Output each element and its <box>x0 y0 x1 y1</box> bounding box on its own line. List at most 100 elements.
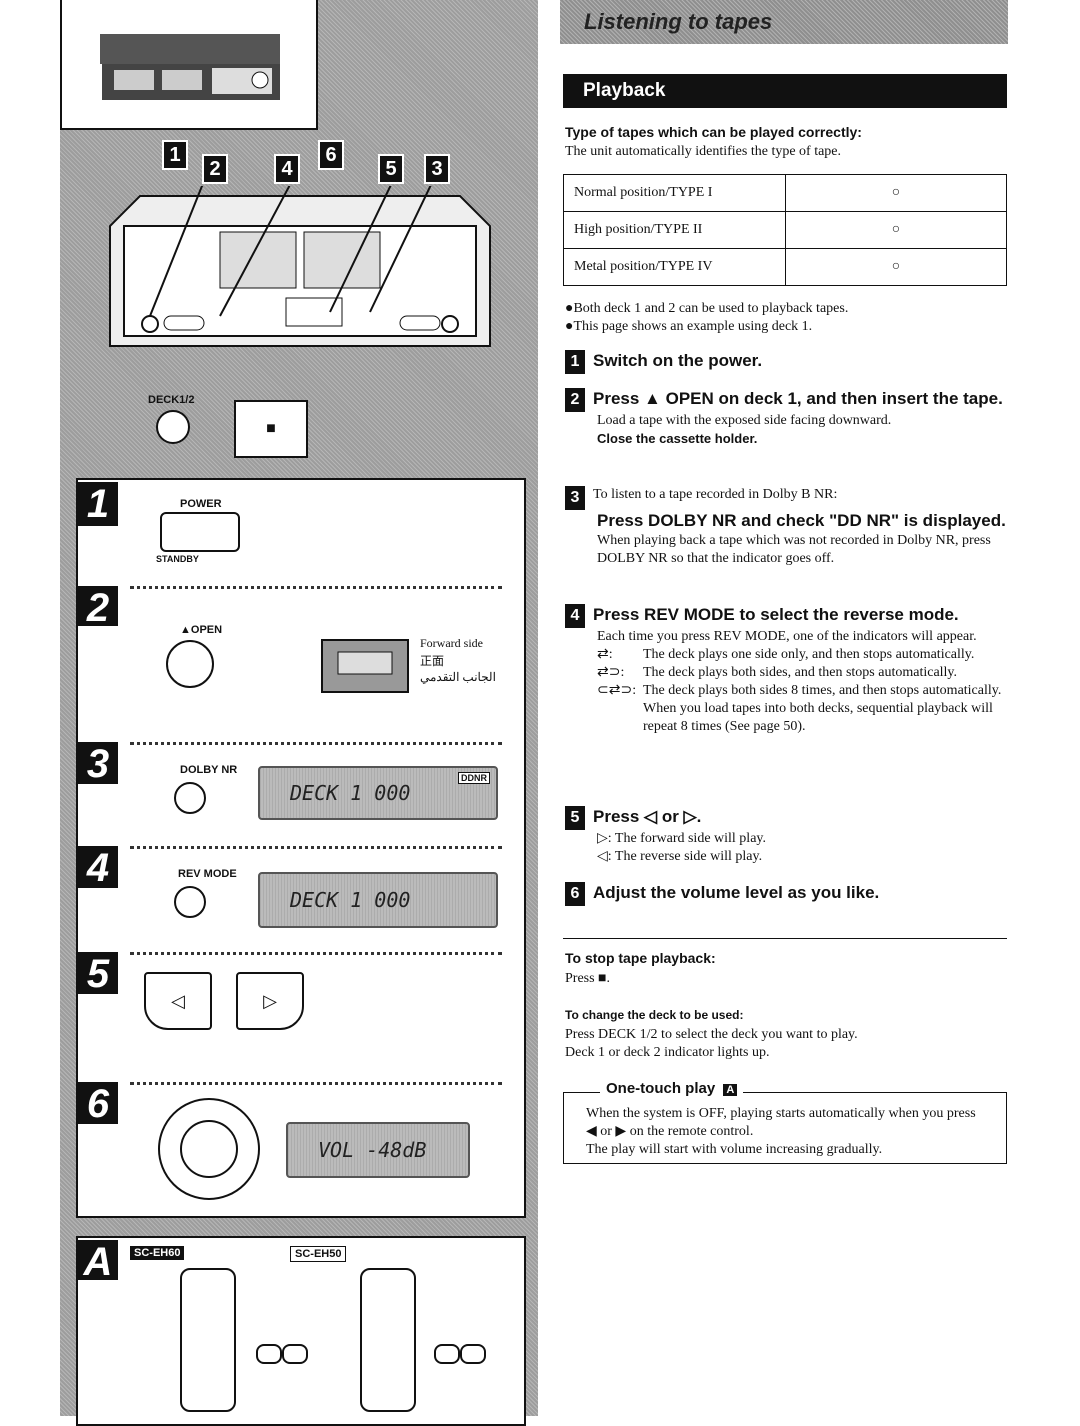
tape-type-cell: Metal position/TYPE IV <box>563 248 786 286</box>
mode-item: ⊂⇄⊃:The deck plays both sides 8 times, a… <box>565 682 1009 700</box>
one-touch-line: The play will start with volume increasi… <box>586 1142 883 1157</box>
step-number-A: A <box>78 1240 118 1284</box>
dolby-label: DOLBY NR <box>180 764 238 776</box>
one-touch-title: One-touch play A <box>600 1080 744 1097</box>
tape-types-table: Normal position/TYPE I ○ High position/T… <box>563 174 1007 286</box>
stop-heading: To stop tape playback: <box>565 950 716 966</box>
lcd-text: VOL -48dB <box>318 1138 427 1162</box>
step-number-4: 4 <box>78 846 118 890</box>
rev-mode-button[interactable] <box>174 886 206 918</box>
remote1-rewind-button[interactable] <box>256 1344 282 1364</box>
power-label: POWER <box>180 498 222 510</box>
mode-symbol: ⇄: <box>597 647 613 662</box>
step-heading: Press DOLBY NR and check "DD NR" is disp… <box>597 511 1006 530</box>
divider <box>130 1082 502 1085</box>
open-button[interactable] <box>166 640 214 688</box>
remote2-rewind-button[interactable] <box>434 1344 460 1364</box>
tape-types-intro: The unit automatically identifies the ty… <box>565 144 842 159</box>
bullet-1: ●Both deck 1 and 2 can be used to playba… <box>565 301 849 316</box>
callout-5: 5 <box>378 154 404 184</box>
cassette-deck-diagram <box>109 186 491 347</box>
step-number-1: 1 <box>78 482 118 526</box>
step-heading: Press ◁ or ▷. <box>593 807 702 826</box>
tape-type-cell: Normal position/TYPE I <box>563 174 786 212</box>
lcd-text: DECK 1 000 <box>290 888 411 912</box>
change-deck-line: Press DECK 1/2 to select the deck you wa… <box>565 1027 858 1042</box>
lcd-display-step3: DECK 1 000 <box>258 766 498 820</box>
step-body: Each time you press REV MODE, one of the… <box>597 629 977 644</box>
compatible-mark: ○ <box>785 248 1007 286</box>
step-extra: When you load tapes into both decks, seq… <box>643 701 993 734</box>
divider <box>130 952 502 955</box>
reverse-play-button[interactable]: ◁ <box>144 972 212 1030</box>
step-badge: 4 <box>565 604 585 628</box>
power-button[interactable] <box>160 512 240 552</box>
one-touch-play-box: When the system is OFF, playing starts a… <box>563 1092 1007 1164</box>
step-4: 4 Press REV MODE to select the reverse mo… <box>565 604 1009 736</box>
step-badge: 6 <box>565 882 585 906</box>
step-number-2: 2 <box>78 586 118 630</box>
step-badge: 1 <box>565 350 585 374</box>
step-note: Close the cassette holder. <box>597 431 758 446</box>
remote1-label: SC-EH60 <box>130 1246 185 1260</box>
forward-play-button[interactable]: ▷ <box>236 972 304 1030</box>
dolby-nr-button[interactable] <box>174 782 206 814</box>
callout-1: 1 <box>162 140 188 170</box>
mode-text: The deck plays one side only, and then s… <box>643 647 975 662</box>
divider <box>130 586 502 589</box>
mode-symbol: ⊂⇄⊃: <box>597 683 637 698</box>
mode-item: ⇄: The deck plays one side only, and then… <box>565 646 1009 664</box>
tape-types-heading: Type of tapes which can be played correc… <box>565 124 862 140</box>
remote-panel <box>76 1236 526 1426</box>
step-body: Load a tape with the exposed side facing… <box>597 413 892 428</box>
bullet-2: ●This page shows an example using deck 1… <box>565 319 813 334</box>
remote1-play-button[interactable] <box>282 1344 308 1364</box>
divider <box>563 938 1007 939</box>
mode-symbol: ⇄⊃: <box>597 665 625 680</box>
divider <box>130 742 502 745</box>
section-title: Playback <box>563 74 1007 108</box>
step-number-6: 6 <box>78 1082 118 1126</box>
remote-control-2 <box>360 1268 416 1412</box>
stop-body: Press ■. <box>565 971 611 986</box>
stop-button[interactable]: ■ <box>234 400 308 458</box>
compatible-mark: ○ <box>785 174 1007 212</box>
step-line: ▷: The forward side will play. <box>597 831 767 846</box>
step-line: ◁: The reverse side will play. <box>597 849 763 864</box>
mode-item: ⇄⊃:The deck plays both sides, and then s… <box>565 664 1009 682</box>
lcd-display-step6: VOL -48dB <box>286 1122 470 1178</box>
step-body: When playing back a tape which was not r… <box>597 533 991 566</box>
change-deck-heading: To change the deck to be used: <box>565 1008 744 1022</box>
one-touch-title-text: One-touch play <box>606 1080 716 1097</box>
step-heading: Press ▲ OPEN on deck 1, and then insert … <box>593 389 1003 408</box>
one-touch-line: When the system is OFF, playing starts a… <box>586 1106 976 1139</box>
rev-mode-label: REV MODE <box>178 868 237 880</box>
step-pre: To listen to a tape recorded in Dolby B … <box>593 487 838 502</box>
forward-side-ar: الجانب التقدمي <box>420 670 496 684</box>
unit-overview-box <box>60 0 318 130</box>
change-deck-line: Deck 1 or deck 2 indicator lights up. <box>565 1045 770 1060</box>
standby-label: STANDBY <box>156 554 199 564</box>
stereo-unit-icon <box>100 34 280 100</box>
callout-2: 2 <box>202 154 228 184</box>
remote2-play-button[interactable] <box>460 1344 486 1364</box>
table-row: High position/TYPE II ○ <box>563 211 1007 249</box>
tape-type-cell: High position/TYPE II <box>563 211 786 249</box>
divider <box>130 846 502 849</box>
dolby-nr-indicator: DDNR <box>458 772 490 784</box>
open-label: ▲OPEN <box>180 624 223 636</box>
callout-6: 6 <box>318 140 344 170</box>
deck-select-button[interactable] <box>156 410 190 444</box>
table-row: Metal position/TYPE IV ○ <box>563 248 1007 286</box>
forward-side-label: Forward side <box>420 636 483 650</box>
table-row: Normal position/TYPE I ○ <box>563 174 1007 212</box>
step-3: 3 To listen to a tape recorded in Dolby B… <box>565 486 1009 568</box>
callout-4: 4 <box>274 154 300 184</box>
page-title: Listening to tapes <box>560 0 1008 44</box>
step-heading: Press REV MODE to select the reverse mod… <box>593 605 959 624</box>
step-badge: 3 <box>565 486 585 510</box>
